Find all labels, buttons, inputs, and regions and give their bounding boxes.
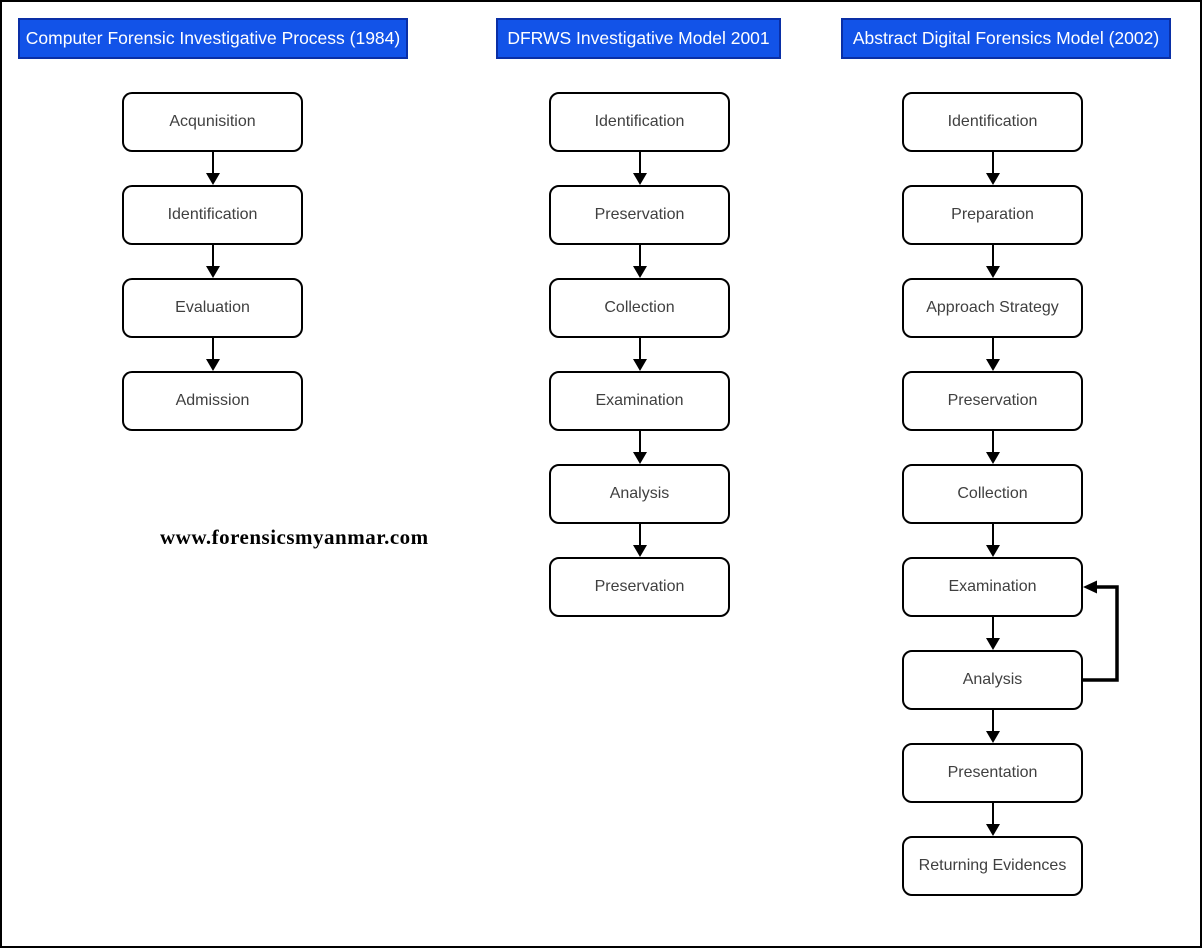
flow-box: Presentation bbox=[902, 743, 1083, 803]
flow-box: Identification bbox=[902, 92, 1083, 152]
down-arrow-icon bbox=[985, 710, 1001, 743]
watermark-text: www.forensicsmyanmar.com bbox=[160, 525, 429, 549]
flow-box: Examination bbox=[549, 371, 730, 431]
flow-box: Acqunisition bbox=[122, 92, 303, 152]
flow-box: Collection bbox=[549, 278, 730, 338]
down-arrow-icon bbox=[632, 431, 648, 464]
column2-title-banner: DFRWS Investigative Model 2001 bbox=[496, 18, 781, 59]
down-arrow-icon bbox=[205, 338, 221, 371]
column3-flow: Identification Preparation Approach Stra… bbox=[902, 92, 1083, 896]
down-arrow-icon bbox=[985, 617, 1001, 650]
down-arrow-icon bbox=[632, 338, 648, 371]
column2-flow: Identification Preservation Collection E… bbox=[549, 92, 730, 617]
down-arrow-icon bbox=[985, 338, 1001, 371]
down-arrow-icon bbox=[632, 245, 648, 278]
flow-box: Identification bbox=[549, 92, 730, 152]
down-arrow-icon bbox=[985, 152, 1001, 185]
flow-box: Returning Evidences bbox=[902, 836, 1083, 896]
column1-title-banner: Computer Forensic Investigative Process … bbox=[18, 18, 408, 59]
flow-box: Analysis bbox=[902, 650, 1083, 710]
down-arrow-icon bbox=[985, 245, 1001, 278]
down-arrow-icon bbox=[985, 431, 1001, 464]
flow-box: Evaluation bbox=[122, 278, 303, 338]
feedback-loop-arrow bbox=[1083, 580, 1119, 682]
flow-box: Analysis bbox=[549, 464, 730, 524]
flow-box: Admission bbox=[122, 371, 303, 431]
flow-box: Identification bbox=[122, 185, 303, 245]
flow-box: Collection bbox=[902, 464, 1083, 524]
down-arrow-icon bbox=[205, 245, 221, 278]
down-arrow-icon bbox=[205, 152, 221, 185]
flow-box: Preservation bbox=[902, 371, 1083, 431]
column3-title-banner: Abstract Digital Forensics Model (2002) bbox=[841, 18, 1171, 59]
down-arrow-icon bbox=[632, 152, 648, 185]
down-arrow-icon bbox=[632, 524, 648, 557]
flow-box: Preparation bbox=[902, 185, 1083, 245]
flow-box: Approach Strategy bbox=[902, 278, 1083, 338]
down-arrow-icon bbox=[985, 524, 1001, 557]
flow-box: Preservation bbox=[549, 185, 730, 245]
flow-box: Examination bbox=[902, 557, 1083, 617]
flow-box: Preservation bbox=[549, 557, 730, 617]
down-arrow-icon bbox=[985, 803, 1001, 836]
column1-flow: Acqunisition Identification Evaluation A… bbox=[122, 92, 303, 431]
